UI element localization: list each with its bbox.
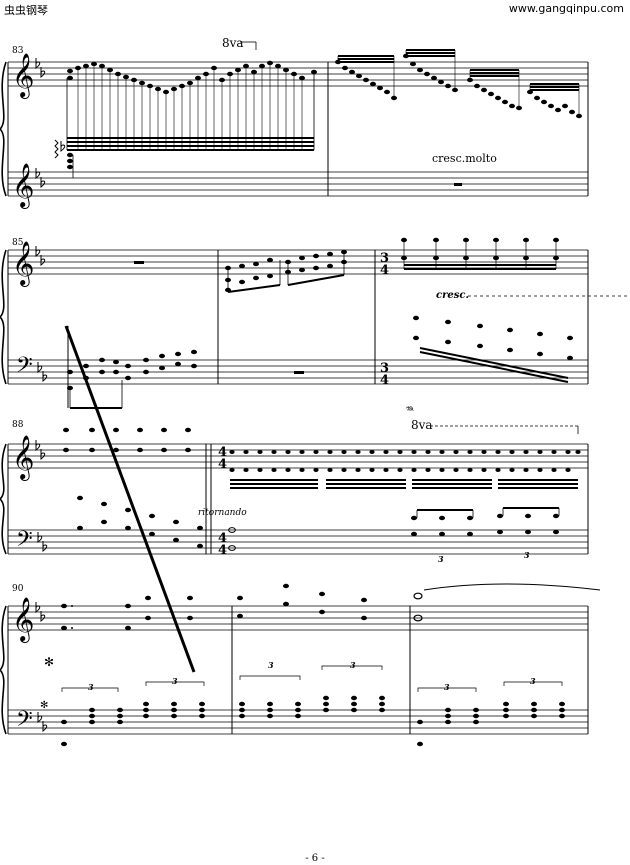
lh-chord-83 [54,139,74,178]
rh-chords-86 [225,249,347,293]
treble-clef-icon-4: 𝄞 [12,597,34,643]
whole-rest-85 [134,261,144,264]
treble-clef-icon-lh: 𝄞 [12,163,34,209]
site-url: www.gangqinpu.com [508,2,624,15]
rh-stems-83 [77,63,303,150]
lh-chords-88 [77,495,203,549]
rh-91 [237,583,367,621]
rh-octaves-88 [63,427,191,453]
ritornando-marking: ritornando [198,508,247,518]
bass-clef-icon-3: 𝄢 [16,527,33,557]
treble-clef-icon-2: 𝄞 [12,241,34,287]
ottava-marking-2: 8va [411,418,433,432]
bass-clef-icon-4: 𝄢 [16,707,33,737]
system-2: 𝄞 𝄢 3 4 3 4 [0,237,630,673]
rh-90 [61,595,193,631]
svg-text:3: 3 [380,361,389,376]
svg-text:3: 3 [268,660,274,670]
svg-text:4: 4 [380,373,389,388]
measure-number-88: 88 [12,420,24,430]
svg-text:3: 3 [530,676,536,686]
svg-text:3: 3 [524,550,530,560]
svg-text:3: 3 [88,682,94,692]
tie [423,583,601,591]
system-3: 𝄞 𝄢 4 4 4 4 𝆮 [0,403,589,564]
lh-89 [228,513,559,551]
rh-octaves-87 [401,237,559,261]
dynamic-cresc: cresc. [436,290,469,301]
pedal-release-icon: ✻ [44,655,54,669]
whole-rest [454,183,462,186]
dynamic-cresc-molto: cresc.molto [432,152,497,165]
ottava-marking: 8va [222,36,244,50]
svg-text:4: 4 [218,531,227,546]
treble-clef-icon-3: 𝄞 [12,435,34,481]
site-name: 虫虫钢琴 [4,4,48,17]
diagonal-line [64,325,196,673]
bass-clef-icon: 𝄢 [16,353,33,383]
svg-text:3: 3 [172,676,178,686]
brace [0,61,7,197]
system-1: 𝄞 𝄞 [0,41,589,209]
svg-text:3: 3 [350,660,356,670]
pedal-marking: 𝆮 [406,403,414,417]
rh-tremolo-89 [229,450,581,472]
page-number: - 6 - [305,853,325,864]
tuplet-3: 3 [438,554,444,564]
lh-chords-90-92 [61,695,565,747]
pedal-release-icon-2: ✻ [40,700,48,711]
measure-number-90: 90 [12,584,24,594]
system-4: 𝄞 𝄢 ✻ ✻ [0,583,601,747]
measure-number-85: 85 [12,238,24,248]
rh-runs-84 [335,53,582,119]
svg-text:4: 4 [380,263,389,278]
measure-number-83: 83 [12,46,24,56]
time-sig-4-4: 4 [218,445,227,460]
svg-text:4: 4 [218,543,227,558]
svg-text:4: 4 [218,457,227,472]
rh-arpeggio-83 [67,60,317,95]
tuplet-brackets [61,665,563,692]
lh-octaves-87 [413,315,573,361]
time-sig-3-4: 3 [380,251,389,266]
whole-rest-86 [294,371,304,374]
treble-clef-icon: 𝄞 [12,53,34,99]
whole-note [413,592,423,600]
svg-text:3: 3 [444,682,450,692]
